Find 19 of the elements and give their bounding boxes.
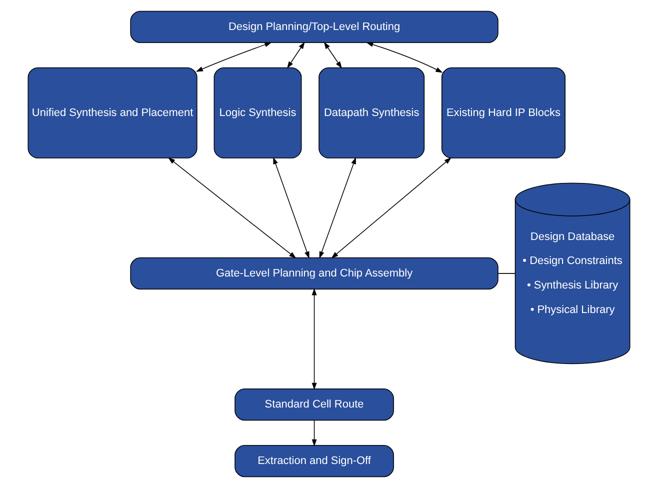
node-box: Extraction and Sign-Off (234, 444, 394, 478)
arrow (311, 420, 316, 446)
arrow (168, 157, 296, 258)
arrow (366, 42, 442, 73)
arrow (195, 42, 272, 72)
arrow (323, 42, 342, 68)
arrow (318, 157, 356, 259)
node-box: Datapath Synthesis (318, 67, 424, 158)
node-box: Standard Cell Route (234, 388, 394, 421)
arrow (286, 42, 304, 68)
node-box: Design Planning/Top-Level Routing (130, 10, 498, 44)
arrow (330, 157, 451, 258)
node-box: Existing Hard IP Blocks (440, 67, 565, 158)
node-box: Unified Synthesis and Placement (27, 67, 197, 158)
connector (497, 273, 515, 274)
arrow (311, 288, 316, 390)
arrow (272, 157, 309, 259)
node-box: Logic Synthesis (213, 67, 302, 158)
node-box: Gate-Level Planning and Chip Assembly (130, 257, 498, 290)
